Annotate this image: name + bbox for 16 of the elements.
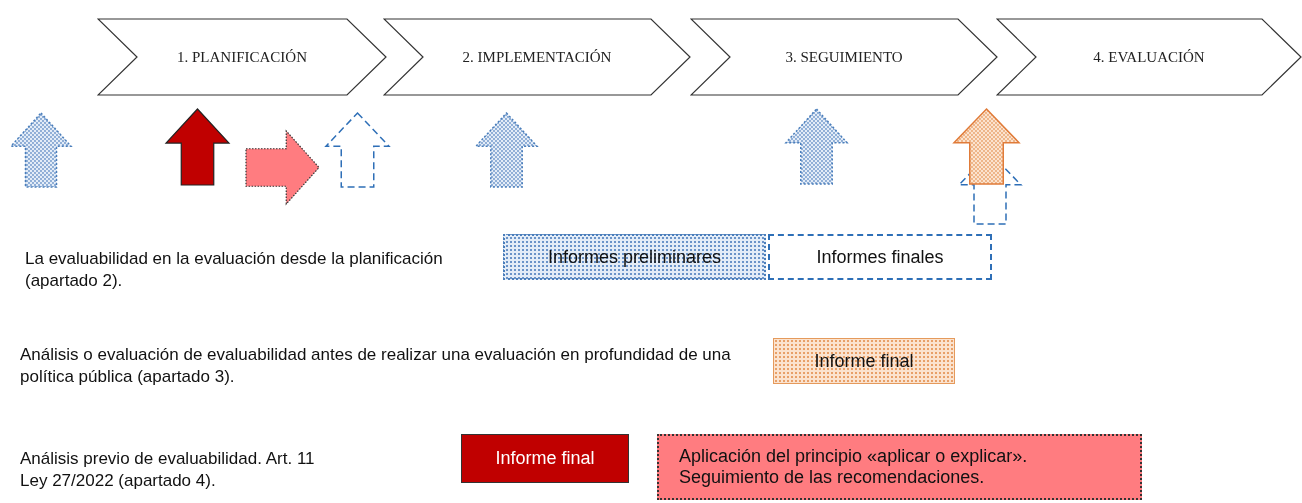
report-box: Informe final bbox=[461, 434, 629, 483]
chevron-step bbox=[996, 18, 1302, 96]
step-label: 4. EVALUACIÓN bbox=[1092, 48, 1206, 66]
report-box: Informe final bbox=[773, 338, 955, 384]
report-box: Aplicación del principio «aplicar o explicar». Seguimiento de las recomendaciones. bbox=[657, 434, 1142, 500]
step-label: 1. PLANIFICACIÓN bbox=[176, 48, 308, 66]
step-label: 3. SEGUIMIENTO bbox=[784, 48, 904, 66]
description-text: Análisis o evaluación de evaluabilidad antes de realizar una evaluación en profundidad de una política pública (apartado 3). bbox=[20, 344, 732, 388]
chevron-step bbox=[690, 18, 998, 96]
report-box: Informes finales bbox=[768, 234, 992, 280]
report-box: Informes preliminares bbox=[503, 234, 766, 280]
description-text: La evaluabilidad en la evaluación desde la planificación (apartado 2). bbox=[25, 248, 444, 292]
description-text: Análisis previo de evaluabilidad. Art. 11 Ley 27/2022 (apartado 4). bbox=[20, 448, 316, 492]
step-label: 2. IMPLEMENTACIÓN bbox=[461, 48, 613, 66]
chevron-step bbox=[97, 18, 387, 96]
chevron-step bbox=[383, 18, 691, 96]
